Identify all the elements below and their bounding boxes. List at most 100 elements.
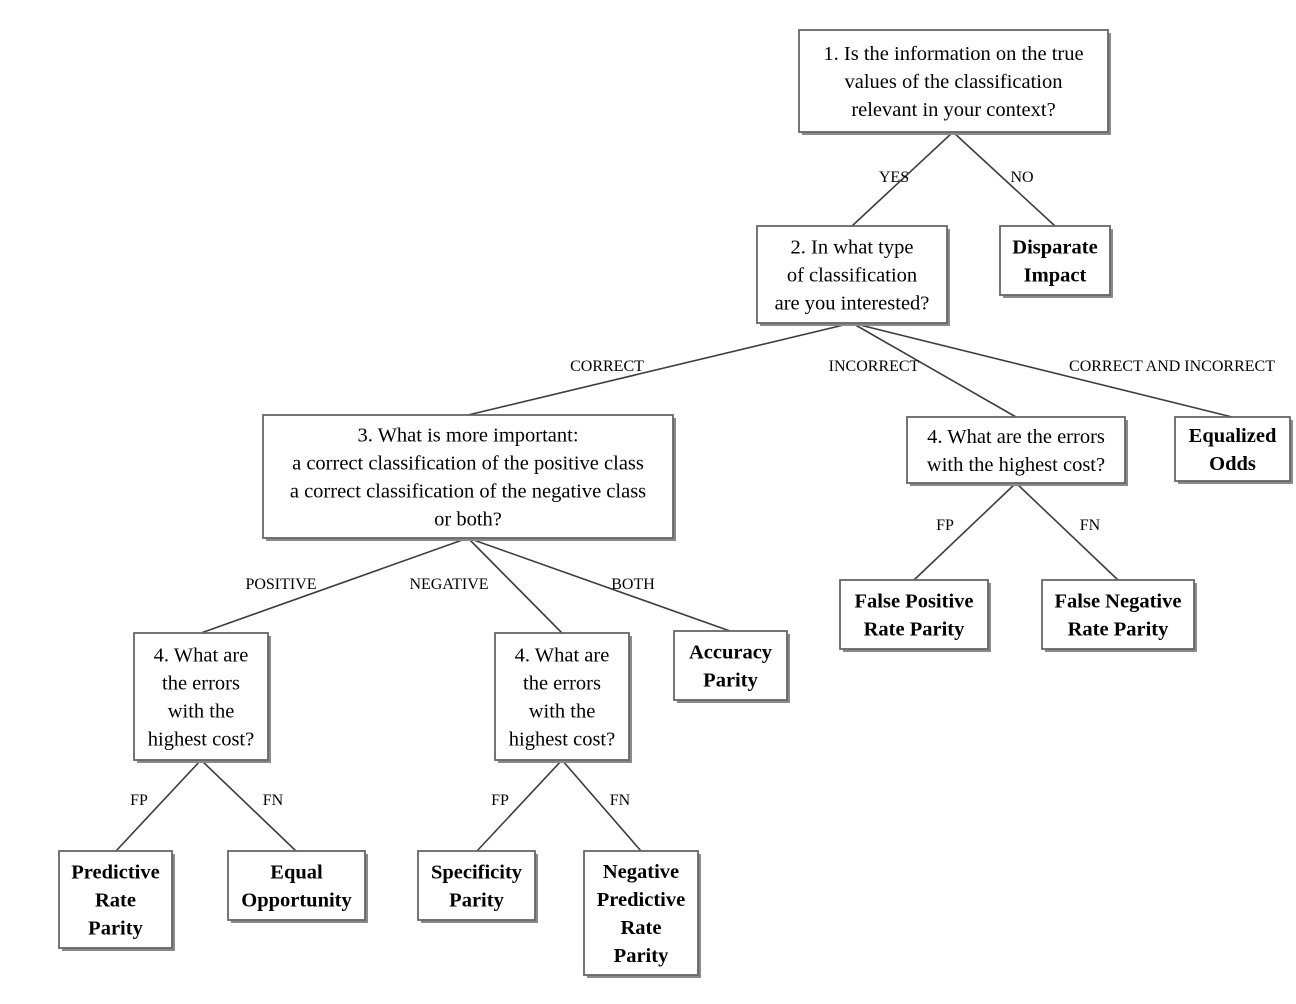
node-line: Rate	[95, 890, 136, 912]
node-line: Parity	[449, 890, 504, 912]
node-line: Parity	[703, 670, 758, 692]
edge-q1-no-label: NO	[1010, 169, 1033, 186]
edge-q3-negative-label: NEGATIVE	[409, 576, 488, 593]
node-line: Parity	[88, 918, 143, 940]
node-line: Rate Parity	[1068, 619, 1169, 641]
node-border	[1041, 579, 1195, 650]
edge-q3-positive-label: POSITIVE	[245, 576, 316, 593]
node-q1[interactable]: 1. Is the information on the true values …	[798, 29, 1111, 135]
node-line: with the highest cost?	[927, 454, 1105, 476]
node-line: Impact	[1024, 265, 1087, 287]
node-q4-positive[interactable]: 4. What are the errors with the highest cos…	[133, 632, 271, 763]
node-line: highest cost?	[509, 729, 615, 751]
edge-q2-correct-label: CORRECT	[570, 358, 644, 375]
edge-q2-incorrect-label: INCORRECT	[829, 358, 920, 375]
node-line: Rate Parity	[864, 619, 965, 641]
node-line: a correct classification of the positive…	[292, 453, 644, 475]
node-line: Specificity	[431, 862, 523, 884]
edge-q4positive-fp	[115, 759, 202, 852]
node-line: highest cost?	[148, 729, 254, 751]
nodes-layer: 1. Is the information on the true values …	[58, 29, 1293, 978]
node-border	[798, 29, 1109, 133]
node-border	[583, 850, 699, 976]
edge-q4right-fn-label: FN	[1080, 517, 1101, 534]
edge-q3-both-label: BOTH	[611, 576, 655, 593]
node-line: False Negative	[1055, 591, 1182, 613]
node-q2[interactable]: 2. In what type of classification are you …	[756, 225, 950, 326]
node-border	[227, 850, 366, 921]
node-line: Equal	[270, 862, 323, 884]
node-line: 4. What are	[515, 645, 610, 667]
node-border	[999, 225, 1111, 296]
edge-q4right-fp-label: FP	[936, 517, 954, 534]
edge-q4positive-fn-label: FN	[263, 792, 284, 809]
node-line: the errors	[162, 673, 240, 695]
edge-q2-correct-and-incorrect	[851, 322, 1233, 418]
node-line: Odds	[1209, 453, 1256, 475]
node-line: Rate	[621, 917, 662, 939]
node-border	[1174, 416, 1291, 482]
node-line: Opportunity	[241, 890, 352, 912]
node-border	[673, 630, 788, 701]
edge-q4negative-fn-label: FN	[610, 792, 631, 809]
edge-q2-correct-and-incorrect-label: CORRECT AND INCORRECT	[1069, 358, 1275, 375]
node-line: Disparate	[1012, 237, 1097, 259]
node-line: with the	[168, 701, 235, 723]
node-border	[494, 632, 630, 761]
node-border	[262, 414, 674, 539]
node-line: relevant in your context?	[851, 99, 1055, 121]
edge-q3-negative	[467, 537, 563, 634]
node-line: 2. In what type	[791, 237, 914, 259]
node-line: of classification	[787, 265, 917, 287]
node-line: Negative	[603, 861, 679, 883]
edge-q1-yes	[851, 131, 954, 227]
node-line: the errors	[523, 673, 601, 695]
node-line: Equalized	[1189, 425, 1277, 447]
node-q4-negative[interactable]: 4. What are the errors with the highest cos…	[494, 632, 632, 763]
edge-q4negative-fp	[476, 759, 563, 852]
edge-q4right-fn	[1015, 482, 1119, 581]
node-line: 1. Is the information on the true	[823, 43, 1083, 65]
node-border	[417, 850, 536, 921]
edge-q2-incorrect	[851, 322, 1017, 418]
node-border	[906, 416, 1126, 484]
edge-q4negative-fp-label: FP	[491, 792, 509, 809]
node-line: or both?	[434, 509, 502, 531]
edge-q1-yes-label: YES	[879, 169, 909, 186]
edge-q4right-fp	[913, 482, 1017, 581]
node-line: 3. What is more important:	[357, 425, 578, 447]
node-line: are you interested?	[775, 293, 930, 315]
edge-q3-both	[467, 537, 731, 632]
node-line: 4. What are	[154, 645, 249, 667]
node-line: False Positive	[855, 591, 974, 613]
edge-q1-no	[952, 131, 1056, 227]
node-q3[interactable]: 3. What is more important: a correct clas…	[262, 414, 676, 541]
node-line: Accuracy	[689, 642, 773, 664]
node-border	[756, 225, 948, 324]
node-border	[58, 850, 173, 949]
edge-q4negative-fn	[561, 759, 642, 852]
node-line: Predictive	[597, 889, 685, 911]
node-line: values of the classification	[844, 71, 1062, 93]
edge-q4positive-fp-label: FP	[130, 792, 148, 809]
node-line: with the	[529, 701, 596, 723]
edge-q3-positive	[200, 537, 469, 634]
node-border	[133, 632, 269, 761]
edges-layer	[115, 131, 1233, 852]
edge-q2-correct	[467, 322, 853, 416]
node-line: a correct classification of the negative…	[290, 481, 646, 503]
node-line: Predictive	[71, 862, 159, 884]
node-border	[839, 579, 989, 650]
node-line: Parity	[614, 945, 669, 967]
